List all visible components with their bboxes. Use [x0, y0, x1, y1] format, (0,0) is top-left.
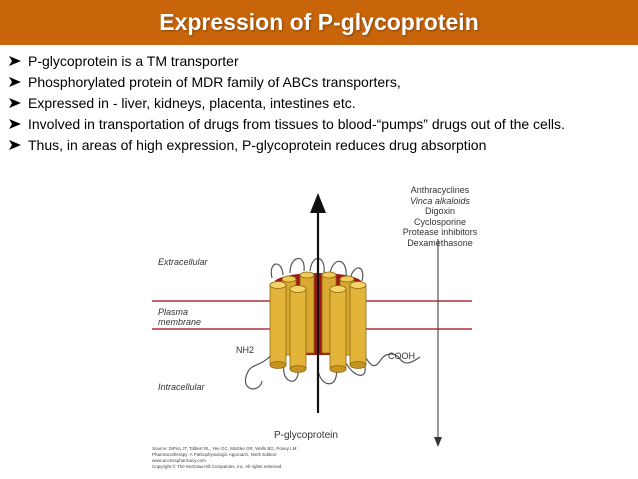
- credit-line: Pharmacotherapy: A Pathophysiologic Appr…: [152, 452, 278, 457]
- bullet-item: Expressed in - liver, kidneys, placenta,…: [8, 93, 630, 113]
- drug-item: Vinca alkaloids: [410, 195, 470, 206]
- title-bar: Expression of P-glycoprotein: [0, 0, 638, 45]
- slide-title: Expression of P-glycoprotein: [159, 9, 479, 35]
- credit-line: www.accesspharmacy.com: [152, 458, 206, 463]
- drug-list: Anthracyclines Vinca alkaloids Digoxin C…: [390, 185, 490, 248]
- extracellular-label: Extracellular: [158, 257, 208, 267]
- bullet-item: Involved in transportation of drugs from…: [8, 114, 630, 134]
- arrow-bullet-icon: [8, 135, 28, 155]
- figure-credit: Source: DiPiro JT, Talbert RL, Yee GC, M…: [152, 446, 402, 470]
- bullet-text: Thus, in areas of high expression, P-gly…: [28, 137, 487, 153]
- credit-line: Copyright © The McGraw-Hill Companies, I…: [152, 464, 283, 469]
- bullet-item: P-glycoprotein is a TM transporter: [8, 51, 630, 71]
- cooh-tail: [361, 352, 421, 367]
- arrow-bullet-icon: [8, 93, 28, 113]
- bullet-list: P-glycoprotein is a TM transporter Phosp…: [8, 51, 630, 156]
- front-cylinders: [269, 281, 367, 373]
- membrane-label: membrane: [158, 317, 202, 327]
- protein-label: P-glycoprotein: [274, 430, 338, 441]
- bullet-text: Involved in transportation of drugs from…: [28, 116, 565, 132]
- drug-arrow-head: [434, 437, 442, 447]
- bullet-text: Phosphorylated protein of MDR family of …: [28, 74, 401, 90]
- plasma-label: Plasma: [158, 307, 189, 317]
- drug-item: Anthracyclines: [410, 185, 470, 195]
- transport-arrow-head: [310, 193, 326, 213]
- bullet-text: Expressed in - liver, kidneys, placenta,…: [28, 95, 356, 111]
- bullet-text: P-glycoprotein is a TM transporter: [28, 53, 239, 69]
- bullet-item: Phosphorylated protein of MDR family of …: [8, 72, 630, 92]
- arrow-bullet-icon: [8, 72, 28, 92]
- credit-line: Source: DiPiro JT, Talbert RL, Yee GC, M…: [152, 446, 298, 451]
- nh2-tail: [244, 352, 274, 390]
- arrow-bullet-icon: [8, 114, 28, 134]
- drug-item: Dexamethasone: [407, 237, 473, 248]
- drug-item: Protease inhibitors: [402, 227, 478, 237]
- intracellular-label: Intracellular: [158, 382, 205, 392]
- membrane-diagram: [152, 193, 472, 447]
- cooh-label: COOH: [388, 351, 415, 361]
- nh2-label: NH2: [236, 345, 255, 355]
- p-glycoprotein-figure: Extracellular Plasma membrane Intracellu…: [150, 183, 480, 479]
- drug-item: Cyclosporine: [413, 216, 467, 227]
- arrow-bullet-icon: [8, 51, 28, 71]
- drug-item: Digoxin: [424, 206, 455, 216]
- bullet-item: Thus, in areas of high expression, P-gly…: [8, 135, 630, 155]
